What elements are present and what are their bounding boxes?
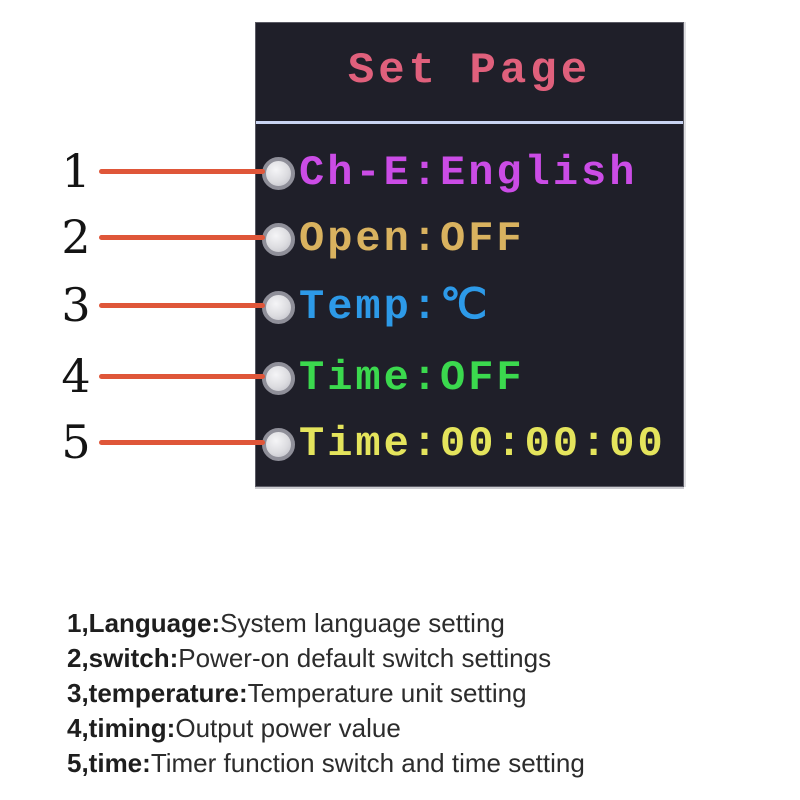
legend-entry: 4,timing:Output power value (67, 711, 747, 746)
legend-term: 2,switch: (67, 643, 179, 673)
callout-number: 4 (61, 348, 91, 403)
legend-term: 3,temperature: (67, 678, 248, 708)
radio-circle-icon (262, 427, 295, 461)
menu-item-language[interactable]: Ch-E:English (262, 149, 638, 197)
page-title: Set Page (347, 46, 592, 96)
legend-entry: 1,Language:System language setting (67, 606, 747, 641)
menu-item-label: Temp:℃ (299, 283, 491, 331)
callout-line (99, 169, 265, 174)
radio-circle-icon (262, 156, 295, 190)
callout-line (99, 440, 265, 445)
callout-number: 3 (61, 277, 91, 332)
menu-item-label: Time:00:00:00 (299, 420, 666, 468)
legend-desc: Power-on default switch settings (178, 643, 552, 673)
callout-number: 5 (61, 414, 91, 469)
callout-line (99, 303, 265, 308)
legend-desc: System language setting (220, 608, 505, 638)
title-divider (256, 121, 683, 124)
legend-entry: 5,time:Timer function switch and time se… (67, 746, 747, 781)
callout-number: 2 (61, 209, 91, 264)
menu-item-label: Open:OFF (299, 215, 525, 263)
menu-item-switch[interactable]: Open:OFF (262, 215, 525, 263)
menu-item-label: Ch-E:English (299, 149, 638, 197)
legend-term: 5,time: (67, 748, 151, 778)
legend-term: 4,timing: (67, 713, 176, 743)
menu-item-temperature[interactable]: Temp:℃ (262, 283, 491, 331)
menu-item-time[interactable]: Time:00:00:00 (262, 420, 666, 468)
legend-desc: Temperature unit setting (247, 678, 527, 708)
legend-term: 1,Language: (67, 608, 221, 638)
callout-line (99, 235, 265, 240)
legend-desc: Timer function switch and time setting (150, 748, 585, 778)
legend: 1,Language:System language setting 2,swi… (67, 606, 747, 781)
radio-circle-icon (262, 361, 295, 395)
legend-entry: 3,temperature:Temperature unit setting (67, 676, 747, 711)
legend-desc: Output power value (175, 713, 401, 743)
callout-line (99, 374, 265, 379)
menu-item-label: Time:OFF (299, 354, 525, 402)
callout-number: 1 (61, 143, 91, 198)
legend-entry: 2,switch:Power-on default switch setting… (67, 641, 747, 676)
menu-item-timing[interactable]: Time:OFF (262, 354, 525, 402)
device-screen: Set Page Ch-E:English Open:OFF Temp:℃ Ti… (255, 22, 684, 487)
radio-circle-icon (262, 290, 295, 324)
radio-circle-icon (262, 222, 295, 256)
